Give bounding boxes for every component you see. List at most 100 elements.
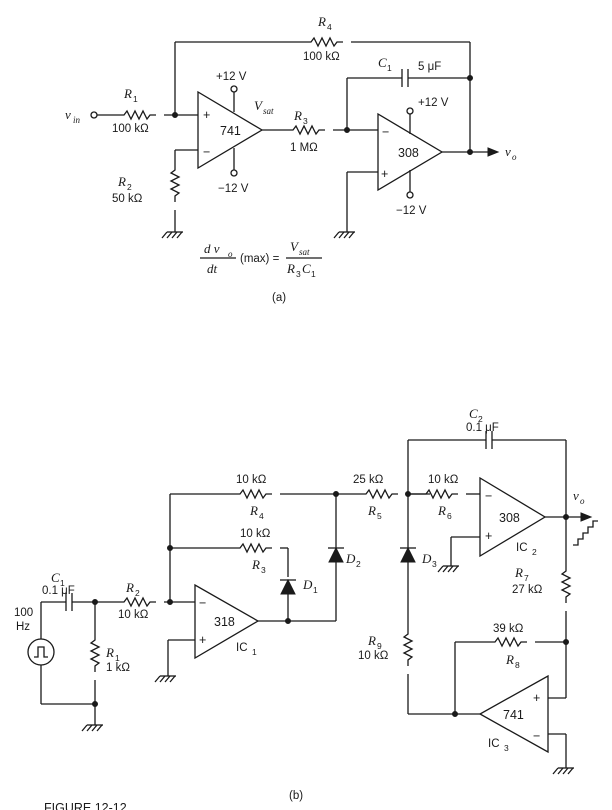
opamp-308-plus: + bbox=[381, 167, 388, 181]
ic2-plus: + bbox=[485, 529, 492, 543]
svg-text:C: C bbox=[302, 261, 311, 276]
figure-label: FIGURE 12-12 bbox=[44, 801, 127, 810]
opamp-308-label: 308 bbox=[398, 146, 419, 160]
resistor-r4b bbox=[233, 489, 273, 499]
r3-name: R bbox=[293, 108, 302, 123]
r2b-name: R bbox=[125, 580, 134, 595]
r4-name: R bbox=[317, 14, 326, 29]
r3b-value: 10 kΩ bbox=[240, 528, 271, 540]
d2-sub: 2 bbox=[356, 559, 361, 569]
r4-value: 100 kΩ bbox=[303, 51, 340, 63]
resistor-r5 bbox=[359, 489, 399, 499]
d1-name: D bbox=[302, 577, 313, 592]
ic2-sub: 2 bbox=[532, 547, 537, 557]
d3-name: D bbox=[421, 551, 432, 566]
r4-sub: 4 bbox=[327, 22, 332, 32]
vsat-sub: sat bbox=[263, 106, 274, 116]
r5-sub: 5 bbox=[377, 511, 382, 521]
opamp-741 bbox=[197, 90, 264, 170]
resistor-r8 bbox=[488, 637, 528, 647]
diode-d1 bbox=[280, 578, 296, 595]
vin-sub: in bbox=[73, 115, 81, 125]
r2-sub: 2 bbox=[127, 182, 132, 192]
d3-sub: 3 bbox=[432, 559, 437, 569]
r8-sub: 8 bbox=[515, 660, 520, 670]
r1b-sub: 1 bbox=[115, 653, 120, 663]
resistor-r7 bbox=[561, 564, 571, 604]
opamp-308-minus: − bbox=[382, 125, 389, 139]
opamp-741-label: 741 bbox=[220, 124, 241, 138]
svg-text:o: o bbox=[228, 249, 233, 259]
resistor-r1b bbox=[90, 633, 100, 673]
vo-label-b: v bbox=[573, 488, 579, 503]
r9-value: 10 kΩ bbox=[358, 650, 389, 662]
vsat-label: V bbox=[254, 98, 264, 113]
ground-ic1 bbox=[154, 675, 177, 683]
vin-label: v bbox=[65, 107, 71, 122]
r2-value: 50 kΩ bbox=[112, 193, 143, 205]
caption-a: (a) bbox=[272, 292, 286, 304]
c2-sub: 2 bbox=[478, 414, 483, 424]
c2-value: 0.1 μF bbox=[466, 422, 499, 434]
c2-name: C bbox=[469, 406, 478, 421]
ground-ic2 bbox=[437, 565, 460, 573]
ic2-minus: − bbox=[485, 489, 492, 503]
ic3-plus: + bbox=[533, 691, 540, 705]
r3-value: 1 MΩ bbox=[290, 142, 318, 154]
circuit-a: v in R 1 100 kΩ R 4 100 kΩ 741 + − +12 V… bbox=[65, 14, 517, 304]
c1-sub: 1 bbox=[387, 63, 392, 73]
supply-neg-308: −12 V bbox=[396, 205, 427, 217]
r6-value: 10 kΩ bbox=[428, 474, 459, 486]
vo-sub-b: o bbox=[580, 496, 585, 506]
vo-label-a: v bbox=[505, 144, 511, 159]
svg-text:V: V bbox=[290, 239, 300, 254]
ic1-label: 318 bbox=[214, 615, 235, 629]
r1-sub: 1 bbox=[133, 94, 138, 104]
ic1-minus: − bbox=[199, 596, 206, 610]
staircase-waveform-icon bbox=[573, 520, 598, 546]
r1-name: R bbox=[123, 86, 132, 101]
r2b-sub: 2 bbox=[135, 588, 140, 598]
vin-terminal bbox=[90, 111, 98, 119]
r2-name: R bbox=[117, 174, 126, 189]
r7-value: 27 kΩ bbox=[512, 584, 543, 596]
r1b-name: R bbox=[105, 645, 114, 660]
resistor-r9 bbox=[403, 627, 413, 667]
r2b-value: 10 kΩ bbox=[118, 609, 149, 621]
ic1-plus: + bbox=[199, 633, 206, 647]
c1-name: C bbox=[378, 55, 387, 70]
svg-text:1: 1 bbox=[311, 269, 316, 279]
opamp-741-plus: + bbox=[203, 108, 210, 122]
r3b-name: R bbox=[251, 557, 260, 572]
r3b-sub: 3 bbox=[261, 565, 266, 575]
r9-sub: 9 bbox=[377, 641, 382, 651]
source-freq: 100 bbox=[14, 607, 33, 619]
resistor-r4 bbox=[304, 37, 344, 47]
diode-d3 bbox=[400, 546, 416, 563]
opamp-ic2-308 bbox=[479, 476, 547, 558]
resistor-r3b bbox=[233, 543, 273, 553]
r6-sub: 6 bbox=[447, 511, 452, 521]
r3-sub: 3 bbox=[303, 116, 308, 126]
vo-sub-a: o bbox=[512, 152, 517, 162]
caption-b: (b) bbox=[289, 790, 303, 802]
ground-308 bbox=[333, 231, 356, 239]
source-unit: Hz bbox=[16, 621, 30, 633]
r1b-value: 1 kΩ bbox=[106, 662, 130, 674]
circuit-b: 100 Hz C 1 0.1 μF R 1 1 kΩ R 2 10 kΩ bbox=[14, 406, 598, 802]
ic3-sub: 3 bbox=[504, 743, 509, 753]
r7-name: R bbox=[514, 565, 523, 580]
r8-value: 39 kΩ bbox=[493, 623, 524, 635]
r1-value: 100 kΩ bbox=[112, 123, 149, 135]
r6-name: R bbox=[437, 503, 446, 518]
r5-value: 25 kΩ bbox=[353, 474, 384, 486]
c1b-name: C bbox=[51, 570, 60, 585]
resistor-r6 bbox=[419, 489, 459, 499]
resistor-r2b bbox=[117, 597, 157, 607]
r4b-sub: 4 bbox=[259, 511, 264, 521]
supply-pos-308: +12 V bbox=[418, 97, 449, 109]
ground-r2 bbox=[161, 231, 184, 239]
r5-name: R bbox=[367, 503, 376, 518]
ic3-minus: − bbox=[533, 729, 540, 743]
resistor-r1 bbox=[117, 110, 157, 120]
